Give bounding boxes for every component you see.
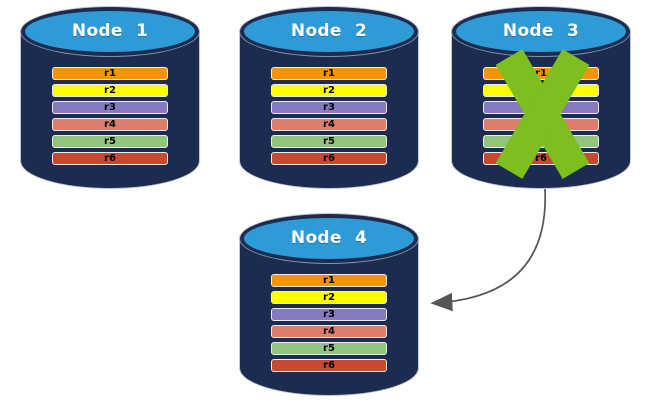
- record-bar: r1: [483, 67, 599, 80]
- record-label: r4: [104, 118, 116, 130]
- record-bar: r2: [483, 84, 599, 97]
- record-label: r2: [323, 291, 335, 303]
- cylinder-top: Node 4: [240, 214, 418, 263]
- record-bar: r4: [52, 118, 168, 131]
- record-label: r1: [104, 67, 116, 79]
- record-label: r2: [535, 84, 547, 96]
- record-label: r3: [323, 308, 335, 320]
- record-label: r2: [323, 84, 335, 96]
- record-label: r3: [104, 101, 116, 113]
- record-label: r3: [535, 101, 547, 113]
- record-label: r6: [535, 152, 547, 164]
- node-3: Node 3 r1 r2 r3 r4 r5 r6: [452, 7, 630, 188]
- record-bar: r3: [52, 101, 168, 114]
- record-label: r6: [104, 152, 116, 164]
- record-label: r5: [104, 135, 116, 147]
- record-bar: r3: [271, 101, 387, 114]
- record-bar: r3: [271, 308, 387, 321]
- record-label: r5: [535, 135, 547, 147]
- record-bar: r5: [483, 135, 599, 148]
- record-bar: r3: [483, 101, 599, 114]
- cylinder-top: Node 2: [240, 7, 418, 56]
- node-4: Node 4 r1 r2 r3 r4 r5 r6: [240, 214, 418, 395]
- record-bar: r1: [271, 67, 387, 80]
- record-bar: r6: [52, 152, 168, 165]
- node-title: Node 3: [502, 20, 580, 41]
- record-bar: r5: [271, 342, 387, 355]
- record-label: r2: [104, 84, 116, 96]
- record-bar: r1: [52, 67, 168, 80]
- node-title: Node 1: [71, 20, 149, 41]
- record-bar: r6: [271, 152, 387, 165]
- record-bar: r4: [483, 118, 599, 131]
- record-list: r1 r2 r3 r4 r5 r6: [483, 67, 599, 169]
- cylinder-top: Node 3: [452, 7, 630, 56]
- node-title: Node 4: [290, 227, 368, 248]
- record-label: r6: [323, 359, 335, 371]
- record-label: r1: [323, 67, 335, 79]
- record-bar: r2: [52, 84, 168, 97]
- record-bar: r2: [271, 84, 387, 97]
- record-bar: r1: [271, 274, 387, 287]
- record-label: r4: [535, 118, 547, 130]
- record-bar: r4: [271, 118, 387, 131]
- record-list: r1 r2 r3 r4 r5 r6: [271, 274, 387, 376]
- record-label: r4: [323, 118, 335, 130]
- record-label: r6: [323, 152, 335, 164]
- record-bar: r6: [483, 152, 599, 165]
- record-bar: r4: [271, 325, 387, 338]
- cylinder-top: Node 1: [21, 7, 199, 56]
- node-2: Node 2 r1 r2 r3 r4 r5 r6: [240, 7, 418, 188]
- record-label: r5: [323, 342, 335, 354]
- record-label: r3: [323, 101, 335, 113]
- record-label: r5: [323, 135, 335, 147]
- record-label: r1: [323, 274, 335, 286]
- record-bar: r2: [271, 291, 387, 304]
- record-list: r1 r2 r3 r4 r5 r6: [52, 67, 168, 169]
- record-label: r4: [323, 325, 335, 337]
- record-list: r1 r2 r3 r4 r5 r6: [271, 67, 387, 169]
- record-bar: r5: [52, 135, 168, 148]
- record-bar: r6: [271, 359, 387, 372]
- node-1: Node 1 r1 r2 r3 r4 r5 r6: [21, 7, 199, 188]
- record-label: r1: [535, 67, 547, 79]
- node-title: Node 2: [290, 20, 368, 41]
- record-bar: r5: [271, 135, 387, 148]
